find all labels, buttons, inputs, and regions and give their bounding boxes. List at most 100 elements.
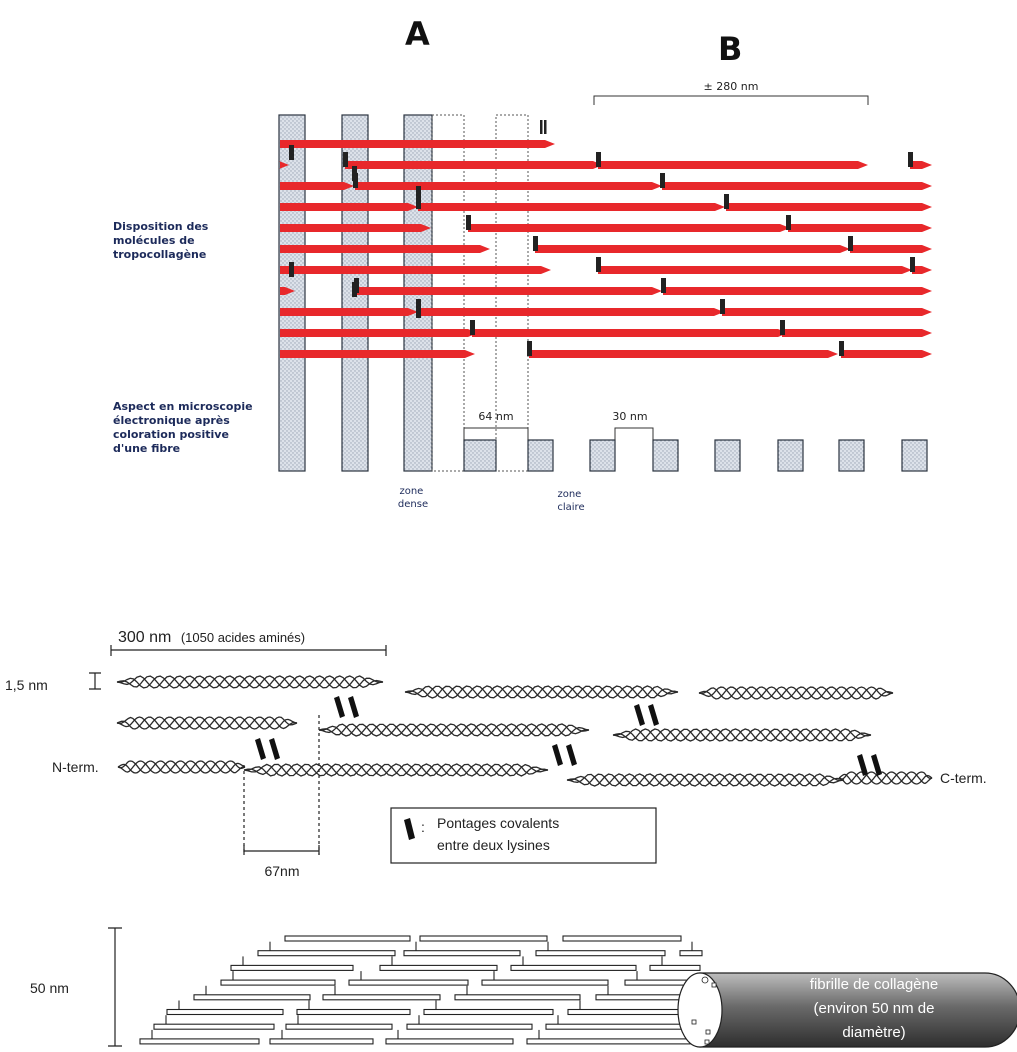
cross-section-dot — [705, 1029, 711, 1035]
helix-strand — [243, 763, 549, 777]
tropocollagen-molecule — [418, 308, 724, 316]
helix-strand — [838, 771, 933, 785]
tropocollagen-molecule — [280, 350, 475, 358]
crosslink-mark — [786, 215, 791, 230]
gap-67-bracket — [243, 845, 320, 855]
helix-strand — [116, 716, 298, 730]
tropocollagen-arrangement-diagram: A B ± 280 nm 64 nm 30 nm Disposition des… — [113, 15, 932, 513]
collagen-fibril-diagram: 50 nm fibrille de collagène (environ 50 … — [30, 927, 1017, 1048]
crosslink-mark — [416, 194, 421, 209]
helix-strand — [404, 685, 679, 699]
crosslink-mark — [566, 744, 577, 766]
fibril-label-line1: fibrille de collagène — [810, 976, 938, 993]
crosslink-mark — [596, 152, 601, 167]
crosslink-mark — [552, 744, 563, 766]
helix-strand — [566, 773, 845, 787]
tropocollagen-molecule — [598, 161, 868, 169]
fibril-molecule — [562, 935, 682, 942]
fibril-molecule — [403, 950, 521, 957]
crosslink-mark — [289, 145, 294, 160]
tropocollagen-molecule — [850, 245, 932, 253]
tropocollagen-molecule — [788, 224, 932, 232]
crosslink-mark — [343, 152, 348, 167]
tropocollagen-molecule — [472, 329, 788, 337]
crosslink-mark — [780, 320, 785, 335]
tropocollagen-molecule — [598, 266, 912, 274]
fibril-molecule — [348, 979, 469, 986]
tropocollagen-molecule — [280, 245, 490, 253]
label-b: B — [718, 30, 742, 68]
band-box — [714, 439, 741, 472]
tropocollagen-molecule — [280, 308, 418, 316]
gap-67-label: 67nm — [264, 863, 299, 879]
fibril-molecule — [379, 964, 498, 971]
helix-strand — [116, 675, 384, 689]
arrangement-label: Disposition des molécules de tropocollag… — [113, 220, 212, 261]
crosslink-mark — [352, 166, 357, 181]
helix-strand — [318, 723, 590, 737]
tropocollagen-molecule — [535, 245, 850, 253]
tropocollagen-molecule — [910, 161, 932, 169]
fibril-molecule — [423, 1008, 554, 1016]
helix-strand — [404, 685, 679, 699]
crosslink-mark — [352, 282, 357, 297]
n-term-label: N-term. — [52, 759, 99, 775]
diameter-15-label: 1,5 nm — [5, 677, 48, 693]
arrangement-line: molécules de — [113, 234, 195, 247]
triple-helix-diagram: 300 nm (1050 acides aminés) 1,5 nm N-ter… — [5, 629, 987, 879]
arrangement-line: Disposition des — [113, 220, 209, 233]
tropocollagen-molecule — [280, 140, 555, 148]
tropocollagen-molecule — [529, 350, 838, 358]
tropocollagen-molecule — [663, 287, 932, 295]
c-term-label: C-term. — [940, 770, 987, 786]
helix-strand — [698, 686, 894, 700]
helix-strand — [116, 675, 384, 689]
helix-strand — [318, 723, 590, 737]
diameter-15-marker — [89, 672, 101, 690]
fibril-molecule — [285, 1023, 393, 1030]
crosslink-mark — [660, 173, 665, 188]
tropocollagen-molecule — [280, 182, 354, 190]
crosslink-mark — [416, 303, 421, 318]
tropocollagen-molecule — [356, 287, 662, 295]
fibril-molecule — [284, 935, 411, 942]
fibril-label-line3: diamètre) — [842, 1024, 905, 1041]
crosslink-mark — [544, 120, 547, 134]
fibril-molecule — [220, 979, 336, 986]
microscopy-label: Aspect en microscopie électronique après… — [113, 400, 256, 455]
tropocollagen-molecule — [280, 329, 478, 337]
band-box — [589, 439, 616, 472]
length-300-sub: (1050 acides aminés) — [181, 630, 305, 645]
crosslink-mark — [527, 341, 532, 356]
zone-claire-line: claire — [557, 502, 584, 513]
zone-claire-label: zone claire — [557, 489, 584, 513]
tropocollagen-molecule — [662, 182, 932, 190]
tropocollagen-molecule — [345, 161, 603, 169]
fibril-molecule — [649, 964, 701, 971]
diameter-50-marker — [108, 927, 122, 1047]
band-box — [463, 439, 497, 472]
tropocollagen-molecule — [726, 203, 932, 211]
crosslink-mark — [533, 236, 538, 251]
fibril-molecule — [269, 1038, 374, 1045]
arrangement-line: tropocollagène — [113, 248, 206, 261]
crosslink-mark — [289, 262, 294, 277]
fibril-molecule — [419, 935, 548, 942]
crosslink-mark — [466, 215, 471, 230]
fibril-molecule — [153, 1023, 275, 1030]
fibril-cylinder — [699, 972, 1017, 1048]
period-280-label: ± 280 nm — [704, 80, 759, 93]
cross-section-dot — [701, 976, 709, 984]
crosslink-mark — [720, 299, 725, 314]
fibril-molecule — [510, 964, 637, 971]
microscopy-bands — [463, 439, 928, 472]
fibril-molecule — [193, 994, 311, 1001]
helix-strand — [838, 771, 933, 785]
tropocollagen-molecule — [355, 182, 662, 190]
crosslink-mark — [255, 738, 266, 760]
triple-helices — [116, 675, 933, 787]
fibril-molecule — [679, 950, 703, 957]
tropocollagen-molecule — [782, 329, 932, 337]
fibril-molecule — [257, 950, 396, 957]
length-300-value: 300 nm — [118, 629, 171, 646]
